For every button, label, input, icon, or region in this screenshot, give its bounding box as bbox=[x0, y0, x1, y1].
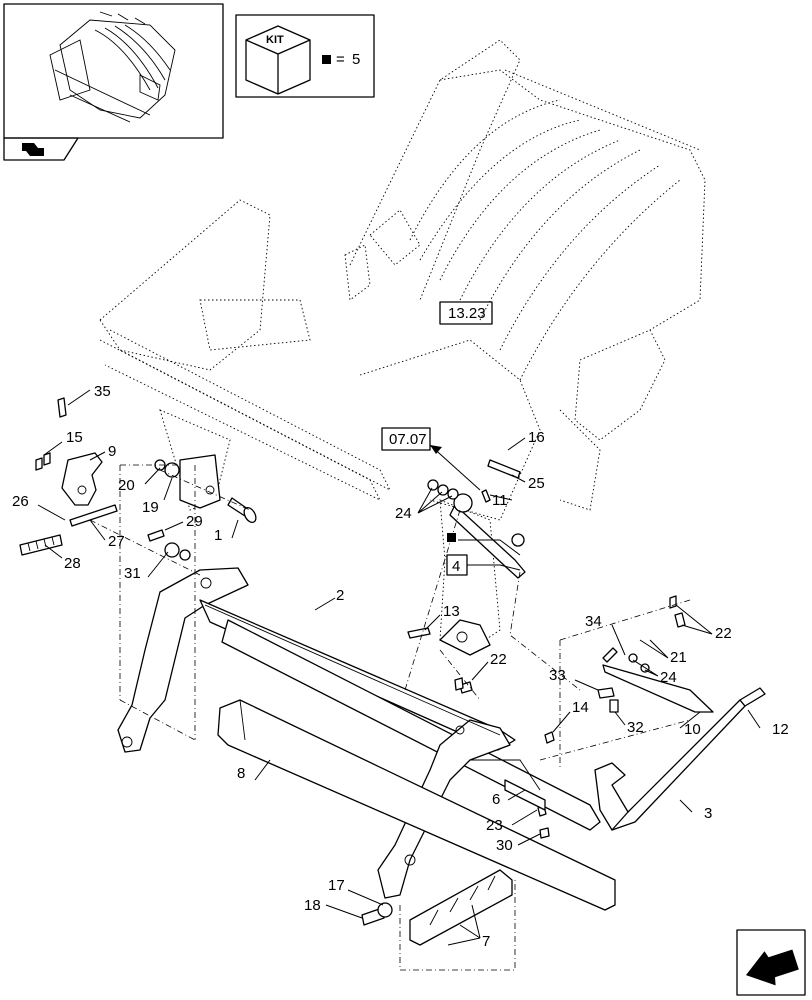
callout-labels: 35 15 9 20 19 26 29 1 27 28 31 2 16 25 1… bbox=[12, 383, 789, 950]
callout-12: 12 bbox=[747, 709, 789, 738]
callout-24a: 24 bbox=[395, 487, 453, 522]
callout-17: 17 bbox=[328, 877, 384, 906]
svg-text:18: 18 bbox=[304, 897, 321, 914]
svg-text:23: 23 bbox=[486, 817, 503, 834]
callout-24b: 24 bbox=[632, 659, 677, 686]
callout-11: 11 bbox=[489, 492, 513, 509]
svg-text:12: 12 bbox=[772, 721, 789, 738]
kit-label: KIT bbox=[266, 34, 284, 46]
svg-text:26: 26 bbox=[12, 493, 29, 510]
lever-part-3 bbox=[594, 687, 766, 831]
callout-14: 14 bbox=[552, 699, 589, 733]
callout-1: 1 bbox=[214, 519, 239, 544]
callout-21: 21 bbox=[639, 639, 687, 666]
callout-22a: 22 bbox=[471, 651, 507, 681]
callout-19: 19 bbox=[142, 477, 173, 516]
kit-count: 5 bbox=[352, 51, 360, 68]
svg-text:13.23: 13.23 bbox=[448, 305, 486, 322]
svg-text:32: 32 bbox=[627, 719, 644, 736]
callout-26: 26 bbox=[12, 493, 66, 521]
kit-equals: = bbox=[336, 51, 345, 68]
svg-text:28: 28 bbox=[64, 555, 81, 572]
callout-3: 3 bbox=[679, 799, 712, 822]
callout-32: 32 bbox=[614, 711, 644, 736]
ref-arrow-icon bbox=[430, 445, 442, 454]
callout-22b: 22 bbox=[675, 604, 732, 642]
ref-13-23[interactable]: 13.23 bbox=[439, 301, 493, 325]
callout-25: 25 bbox=[511, 474, 545, 492]
next-page-button[interactable] bbox=[736, 929, 806, 996]
callout-7: 7 bbox=[447, 904, 490, 950]
callout-8: 8 bbox=[237, 759, 271, 782]
thumbnail-tab[interactable] bbox=[3, 137, 79, 161]
callout-18: 18 bbox=[304, 897, 363, 919]
channel-beam-part-8 bbox=[217, 699, 616, 911]
callout-34: 34 bbox=[585, 613, 626, 656]
nav-arrow-icon bbox=[745, 949, 799, 986]
svg-text:22: 22 bbox=[490, 651, 507, 668]
callout-13: 13 bbox=[424, 603, 460, 631]
ref-4[interactable]: 4 bbox=[446, 533, 521, 576]
svg-text:4: 4 bbox=[452, 558, 460, 575]
ref-07-07[interactable]: 07.07 bbox=[381, 427, 481, 491]
svg-text:17: 17 bbox=[328, 877, 345, 894]
kit-marker-icon bbox=[447, 533, 456, 542]
svg-text:6: 6 bbox=[492, 791, 500, 808]
hitch-frame-part-2 bbox=[117, 567, 601, 899]
svg-text:22: 22 bbox=[715, 625, 732, 642]
kit-marker-icon bbox=[322, 55, 331, 64]
svg-text:9: 9 bbox=[108, 443, 116, 460]
cylinder-assembly bbox=[439, 493, 526, 656]
svg-text:24: 24 bbox=[395, 505, 412, 522]
callout-23: 23 bbox=[486, 809, 538, 834]
svg-text:31: 31 bbox=[124, 565, 141, 582]
svg-text:34: 34 bbox=[585, 613, 602, 630]
view-arrow-icon bbox=[22, 143, 44, 156]
svg-text:19: 19 bbox=[142, 499, 159, 516]
callout-6: 6 bbox=[492, 789, 526, 808]
callout-9: 9 bbox=[89, 443, 116, 461]
callout-28: 28 bbox=[44, 544, 81, 572]
overview-thumbnail[interactable] bbox=[3, 3, 224, 139]
callout-27: 27 bbox=[89, 519, 125, 550]
svg-text:20: 20 bbox=[118, 477, 135, 494]
chassis-frame bbox=[99, 39, 706, 651]
svg-text:7: 7 bbox=[482, 933, 490, 950]
svg-text:35: 35 bbox=[94, 383, 111, 400]
callout-16: 16 bbox=[507, 429, 545, 451]
svg-text:10: 10 bbox=[684, 721, 701, 738]
svg-text:8: 8 bbox=[237, 765, 245, 782]
callout-20: 20 bbox=[118, 467, 161, 494]
svg-text:14: 14 bbox=[572, 699, 589, 716]
callout-2: 2 bbox=[314, 587, 344, 611]
svg-text:30: 30 bbox=[496, 837, 513, 854]
svg-text:2: 2 bbox=[336, 587, 344, 604]
hook-bracket bbox=[61, 452, 221, 509]
svg-text:27: 27 bbox=[108, 533, 125, 550]
svg-text:29: 29 bbox=[186, 513, 203, 530]
svg-text:13: 13 bbox=[443, 603, 460, 620]
svg-text:1: 1 bbox=[214, 527, 222, 544]
callout-10: 10 bbox=[679, 711, 701, 738]
callout-33: 33 bbox=[549, 667, 599, 691]
svg-text:07.07: 07.07 bbox=[389, 431, 427, 448]
svg-text:15: 15 bbox=[66, 429, 83, 446]
callout-30: 30 bbox=[496, 833, 541, 854]
svg-text:25: 25 bbox=[528, 475, 545, 492]
kit-legend: KIT = 5 bbox=[235, 14, 375, 98]
svg-text:3: 3 bbox=[704, 805, 712, 822]
callout-15: 15 bbox=[43, 429, 83, 456]
svg-text:21: 21 bbox=[670, 649, 687, 666]
callout-29: 29 bbox=[164, 513, 203, 531]
callout-35: 35 bbox=[67, 383, 111, 406]
svg-text:33: 33 bbox=[549, 667, 566, 684]
callout-31: 31 bbox=[124, 551, 169, 582]
kit-cube-icon bbox=[245, 25, 311, 95]
svg-text:11: 11 bbox=[492, 492, 508, 509]
svg-text:16: 16 bbox=[528, 429, 545, 446]
svg-text:24: 24 bbox=[660, 669, 677, 686]
